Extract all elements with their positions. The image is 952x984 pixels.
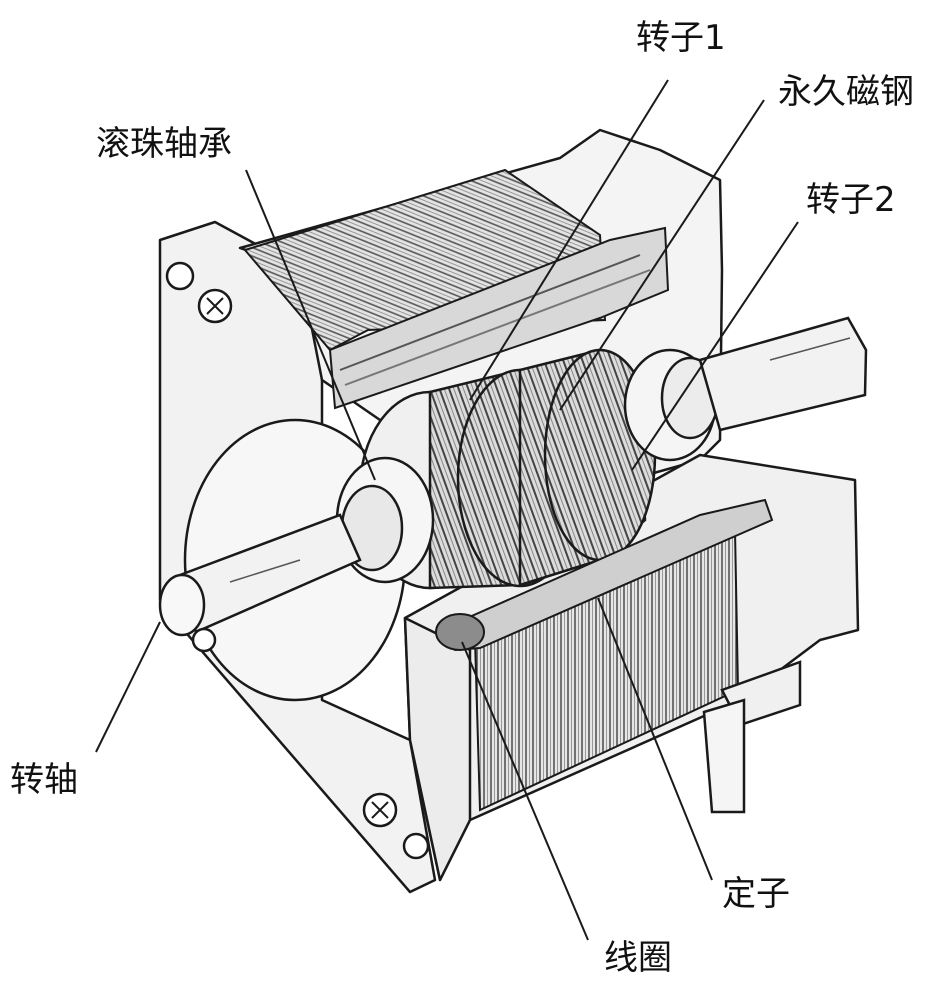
label-permanent-magnet: 永久磁钢	[778, 72, 914, 112]
rear-shaft	[698, 316, 868, 432]
front-shaft	[158, 513, 362, 637]
upper-coil-slot	[328, 226, 670, 410]
mounting-holes	[165, 261, 430, 860]
label-rotor-1: 转子1	[636, 18, 726, 58]
label-shaft: 转轴	[10, 760, 78, 800]
label-coil: 线圈	[604, 938, 672, 978]
label-stator: 定子	[722, 874, 790, 914]
cable-connector	[702, 660, 802, 814]
label-ball-bearing: 滚珠轴承	[96, 124, 232, 164]
front-bearing	[335, 456, 435, 584]
rotor-assembly	[358, 348, 720, 590]
label-rotor-2: 转子2	[806, 180, 896, 220]
leader-lines	[95, 79, 799, 941]
